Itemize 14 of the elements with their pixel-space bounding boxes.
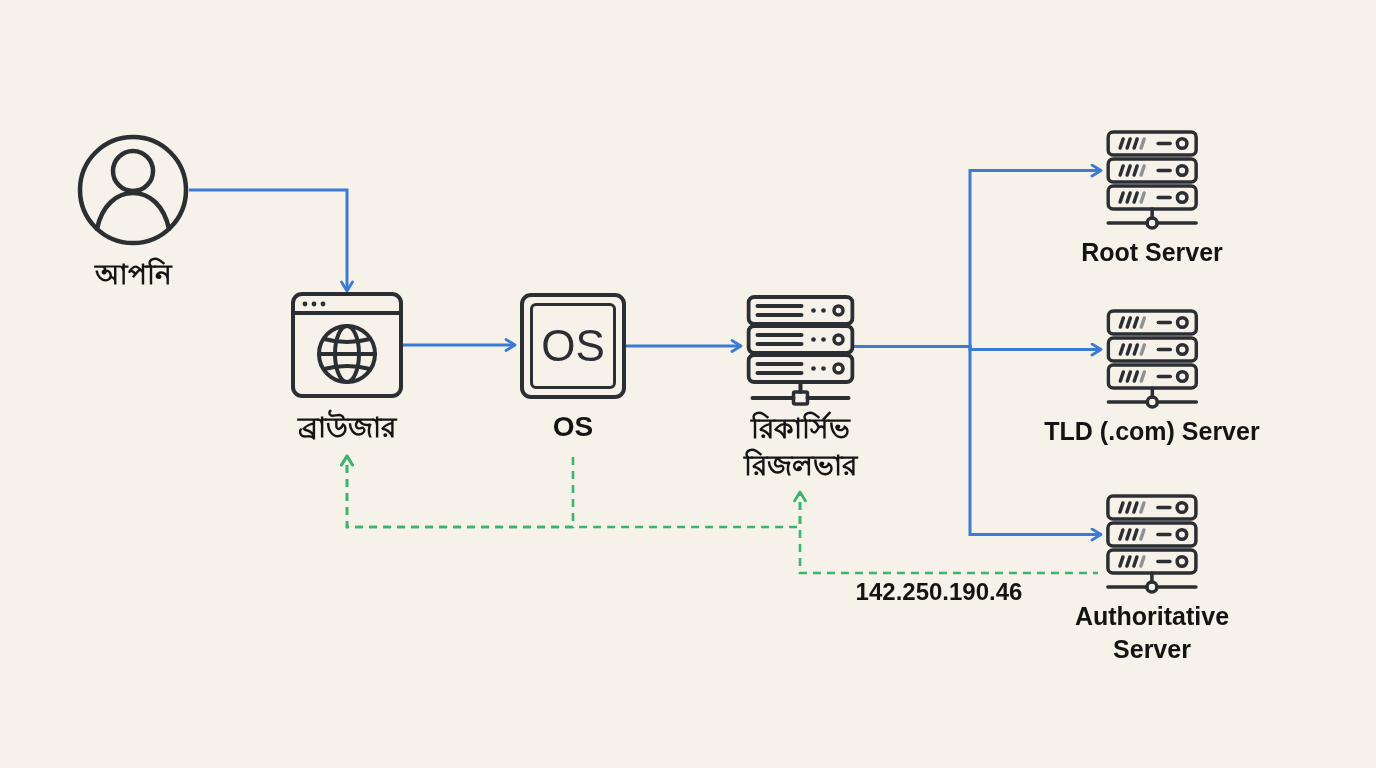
node-label: OS bbox=[552, 410, 594, 444]
node-label: রিকার্সিভ রিজলভার bbox=[743, 411, 857, 483]
node-label: TLD (.com) Server bbox=[1044, 416, 1260, 447]
dashed-arrow bbox=[340, 453, 575, 529]
node-label: Authoritative Server bbox=[1074, 601, 1230, 665]
arrow bbox=[403, 338, 517, 352]
arrow bbox=[854, 345, 1103, 542]
dashed-arrow bbox=[793, 490, 1098, 575]
arrow bbox=[626, 339, 743, 353]
node-label: আপনি bbox=[94, 257, 172, 292]
chip-text: OS bbox=[541, 324, 605, 368]
arrow bbox=[189, 188, 354, 293]
node-label: Root Server bbox=[1081, 237, 1223, 268]
node-label: ব্রাউজার bbox=[298, 410, 396, 447]
